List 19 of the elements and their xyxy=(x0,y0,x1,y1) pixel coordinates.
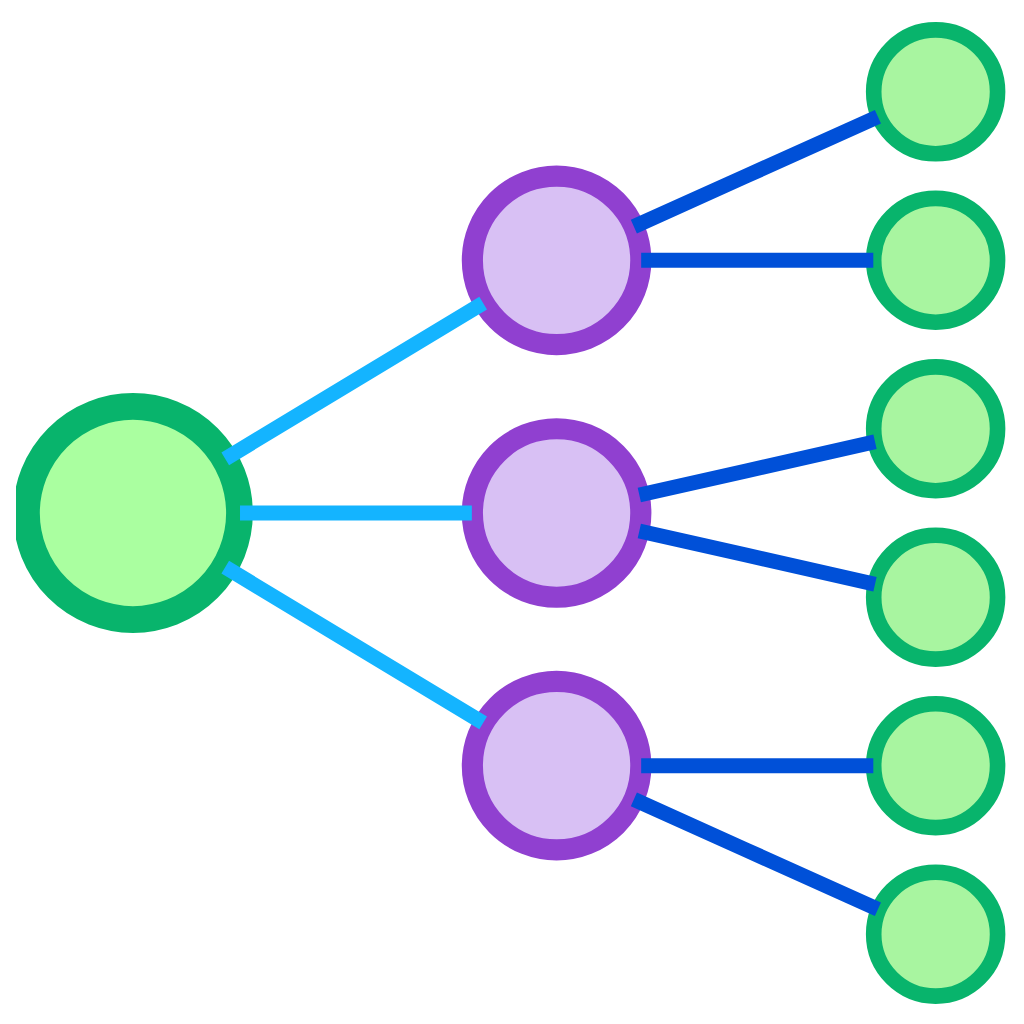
node-circle xyxy=(461,417,652,607)
node-circle xyxy=(865,863,1006,1003)
node-circle xyxy=(865,21,1006,161)
node-circle xyxy=(865,526,1006,666)
connector xyxy=(221,295,487,465)
connector xyxy=(630,791,881,916)
connector xyxy=(641,251,874,267)
node-circle xyxy=(461,164,652,355)
node-circle xyxy=(865,189,1006,330)
connector xyxy=(637,522,877,591)
node-circle xyxy=(865,694,1006,835)
connector xyxy=(221,559,487,729)
connector xyxy=(630,108,881,233)
connector xyxy=(641,757,874,773)
node-circle xyxy=(865,358,1006,498)
node-circle xyxy=(461,669,652,860)
connector xyxy=(637,433,877,502)
connector xyxy=(240,504,472,520)
node-circle xyxy=(16,392,253,632)
